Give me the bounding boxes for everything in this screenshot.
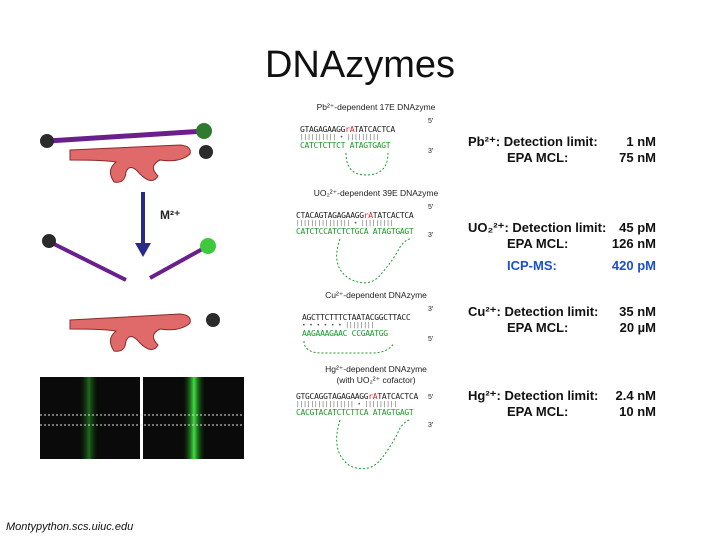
catalytic-loop [336,151,436,181]
result-uo2: UO₂²⁺: Detection limit:45 pM EPA MCL:126… [468,220,656,274]
catalytic-loop [302,339,402,357]
result-pb: Pb²⁺: Detection limit:1 nM EPA MCL:75 nM [468,134,656,166]
panel-title: UO₂²⁺-dependent 39E DNAzyme [296,188,456,199]
dnazyme-schematic [30,110,260,365]
substrate-strand [48,131,205,141]
gel-band-dim [80,377,98,459]
slide-title: DNAzymes [0,44,720,87]
fluorescence-gel-image [40,377,244,459]
quencher-released [42,234,56,248]
cleaved-fragment-right [150,247,206,278]
enzyme-strand-bottom [70,314,190,351]
enzyme-end-top [199,145,213,159]
metal-ion-label: M²⁺ [160,208,180,222]
cleaved-fragment-left [50,242,126,280]
gel-band-bright [183,377,205,459]
panel-title: Cu²⁺-dependent DNAzyme [296,290,456,301]
enzyme-end-bottom [206,313,220,327]
panel-subtitle: (with UO₂²⁺ cofactor) [296,375,456,386]
catalytic-loop [326,237,446,287]
enzyme-strand-top [70,145,190,182]
dnazyme-panel-pb: Pb²⁺-dependent 17E DNAzyme GTAGAGAAGGrAT… [296,102,456,186]
source-credit: Montypython.scs.uiuc.edu [6,521,133,533]
arrow-head [135,243,151,257]
fluorophore-quenched [196,123,212,139]
quencher-top [40,134,54,148]
enzyme-sequence: CACGTACATCTCTTCA ATAGTGAGT [296,408,456,418]
fluorophore-released [200,238,216,254]
result-cu: Cu²⁺: Detection limit:35 nM EPA MCL:20 µ… [468,304,656,336]
result-hg: Hg²⁺: Detection limit:2.4 nM EPA MCL:10 … [468,388,656,420]
gel-divider [140,377,143,459]
panel-title: Hg²⁺-dependent DNAzyme [296,364,456,375]
panel-title: Pb²⁺-dependent 17E DNAzyme [296,102,456,113]
dnazyme-panel-cu: Cu²⁺-dependent DNAzyme AGCTTCTTTCTAATACG… [296,290,456,362]
